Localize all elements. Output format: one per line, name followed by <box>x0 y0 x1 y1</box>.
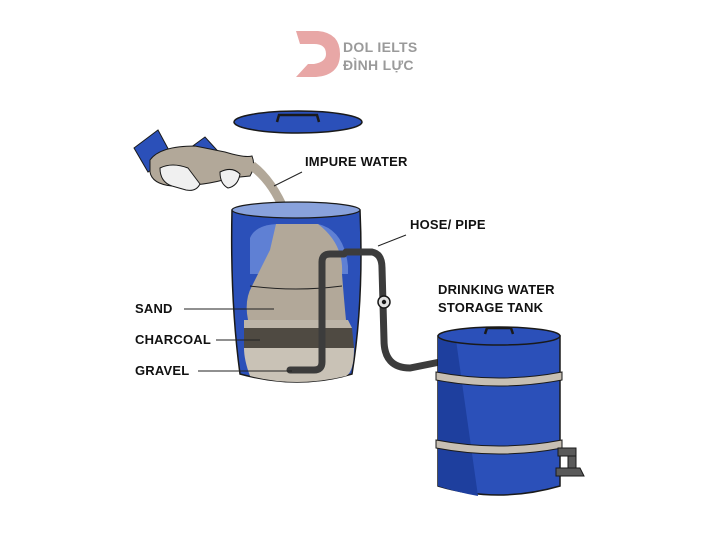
gravel-layer <box>244 348 354 382</box>
pouring-water-stream <box>247 162 290 212</box>
label-impure-water: IMPURE WATER <box>305 154 408 169</box>
left-hand <box>159 164 201 191</box>
label-gravel: GRAVEL <box>135 363 189 378</box>
tank-lid-handle <box>483 326 515 335</box>
connecting-hose <box>342 248 444 372</box>
label-drinking-tank-line1: DRINKING WATER <box>438 282 555 297</box>
brand-logo: DOL IELTS ĐÌNH LỰC <box>296 31 418 77</box>
storage-tank <box>435 326 585 496</box>
inner-pipe <box>286 250 348 374</box>
brand-logo-icon <box>296 31 340 77</box>
right-hand <box>219 168 241 189</box>
label-sand: SAND <box>135 301 173 316</box>
charcoal-layer <box>244 328 354 348</box>
brand-name-line2: ĐÌNH LỰC <box>343 57 414 73</box>
tap-icon <box>555 447 585 477</box>
label-charcoal: CHARCOAL <box>135 332 211 347</box>
filter-barrel <box>230 201 362 383</box>
labels: IMPURE WATER HOSE/ PIPE DRINKING WATER S… <box>135 154 555 378</box>
filter-barrel-lid <box>233 110 363 134</box>
label-hose-pipe: HOSE/ PIPE <box>410 217 486 232</box>
hands-pouring-bag <box>133 129 290 212</box>
tank-strap-top <box>435 371 563 387</box>
label-drinking-tank-line2: STORAGE TANK <box>438 300 544 315</box>
brand-name-line1: DOL IELTS <box>343 39 418 55</box>
